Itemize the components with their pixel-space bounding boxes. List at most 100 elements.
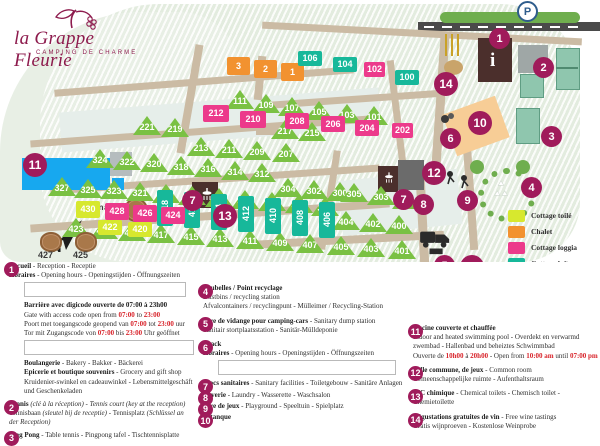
gate-de-time-b: 23:00	[125, 329, 143, 338]
legend-item-14[interactable]: 14 Dégustations gratuites de vin - Free …	[408, 412, 600, 431]
map-marker-7[interactable]: 7	[182, 190, 203, 211]
map-marker-9[interactable]: 9	[457, 190, 478, 211]
cottage-206[interactable]: 206	[321, 116, 345, 132]
cottage-422[interactable]: 422	[98, 220, 122, 235]
cottage-100[interactable]: 100	[395, 70, 419, 85]
legend-item-14-en: - Free wine tastings	[501, 412, 557, 421]
legend-marker-4: 4	[198, 284, 213, 299]
legend-item-13[interactable]: 13 WC chimique - Chemical toilets - Chem…	[408, 389, 600, 407]
cottage-label: 426	[137, 208, 153, 218]
legend-item-1-hours-translations: - Opening hours - Openingstijden - Öffnu…	[37, 271, 181, 280]
pitch-label: 221	[139, 122, 155, 132]
legend-item-1[interactable]: 1 Accueil - Reception - Receptie Horaire…	[4, 262, 194, 280]
legend-item-3[interactable]: 3 Ping Pong - Table tennis - Pingpong ta…	[4, 430, 194, 446]
cottage-410[interactable]: 410	[265, 198, 281, 234]
gate-nl-time-b: 23:00	[157, 319, 174, 328]
legend-marker-1: 1	[4, 262, 19, 277]
grocery-label: Epicerie et boutique souvenirs	[24, 368, 115, 377]
legend-item-7-translations: - Sanitary facilities - Toiletgebouw - S…	[251, 379, 403, 388]
pitch-label: 219	[167, 124, 183, 134]
legend-column-3: 11 Piscine couverte et chauffée Indoor a…	[408, 262, 600, 433]
cottage-1[interactable]: 1	[281, 63, 304, 81]
legend-item-11-hours-en-b: 07:00 pm	[569, 351, 598, 360]
pitch-label: 327	[54, 183, 70, 193]
legend-item-2-fr-note: (clé à la réception)	[30, 400, 84, 409]
legend-marker-14: 14	[408, 412, 423, 428]
legend-item-11-hours-fr-b: 20h00	[470, 351, 489, 360]
map-marker-4[interactable]: 4	[521, 177, 542, 198]
snack-hours-input[interactable]	[218, 360, 396, 376]
cottage-204[interactable]: 204	[355, 120, 379, 136]
accommodation-legend-row: Cottage loggia	[508, 240, 600, 255]
reception-hours-input[interactable]	[24, 282, 186, 298]
cottage-412[interactable]: 412	[238, 196, 254, 232]
legend-marker-12: 12	[408, 365, 423, 381]
campground-map[interactable]: sauna N i P	[0, 0, 600, 264]
cottage-212[interactable]: 212	[203, 105, 229, 122]
cottage-label: 2	[262, 63, 268, 74]
cottage-3[interactable]: 3	[227, 57, 250, 75]
bakery-label: Boulangerie	[24, 359, 61, 368]
cottage-406[interactable]: 406	[319, 202, 335, 238]
cottage-408[interactable]: 408	[292, 200, 308, 236]
pitch-label: 213	[193, 143, 209, 153]
map-marker-3[interactable]: 3	[541, 126, 562, 147]
shop-hours-input[interactable]	[24, 340, 194, 356]
cottage-label: 100	[399, 72, 415, 82]
legend-item-11-hours-fr: Ouverte de	[413, 351, 444, 360]
legend-item-8[interactable]: 8 Laverie - Laundry - Wasserette - Wasch…	[198, 390, 403, 406]
legend-item-14-text: Dégustations gratuites de vin - Free win…	[413, 413, 556, 431]
cottage-104[interactable]: 104	[333, 57, 357, 72]
grape-vine-icon	[55, 9, 97, 30]
barrel-425[interactable]	[75, 232, 97, 252]
cottage-424[interactable]: 424	[161, 207, 185, 224]
cottage-102[interactable]: 102	[364, 62, 385, 77]
cottage-208[interactable]: 208	[285, 113, 309, 129]
cottage-210[interactable]: 210	[240, 111, 266, 128]
map-marker-13[interactable]: 13	[213, 204, 237, 228]
legend-item-11[interactable]: 11 Piscine couverte et chauffée Indoor a…	[408, 324, 600, 361]
legend-item-11-hours-fr-a: 10h00	[445, 351, 464, 360]
legend-item-2-text: Tennis (clé à la réception) - Tennis cou…	[9, 400, 194, 428]
map-marker-2[interactable]: 2	[533, 57, 554, 78]
vineyard-row	[457, 34, 459, 56]
cottage-106[interactable]: 106	[298, 51, 322, 66]
barrel-427[interactable]	[40, 232, 62, 252]
legend-item-12[interactable]: 12 Salle commune, de jeux - Common room …	[408, 365, 600, 384]
cottage-428[interactable]: 428	[105, 203, 129, 220]
legend-item-2[interactable]: 2 Tennis (clé à la réception) - Tennis c…	[4, 400, 194, 428]
cottage-label: 204	[359, 122, 375, 133]
cottage-426[interactable]: 426	[133, 205, 157, 222]
legend-item-10[interactable]: 10 Pétanque	[198, 413, 403, 429]
map-marker-6[interactable]: 6	[440, 128, 461, 149]
map-marker-12[interactable]: 12	[422, 161, 446, 185]
tennis-court	[556, 48, 580, 90]
map-marker-10[interactable]: 10	[468, 111, 492, 135]
legend-item-11-hours-en-a: 10:00 am	[526, 351, 554, 360]
map-marker-1[interactable]: 1	[489, 28, 510, 49]
legend-item-6[interactable]: 6 Snack Horaires - Opening hours - Openi…	[198, 340, 403, 358]
map-marker-11[interactable]: 11	[23, 153, 47, 177]
cottage-420[interactable]: 420	[128, 222, 152, 237]
legend-item-5[interactable]: 5 Aire de vidange pour camping-cars - Sa…	[198, 316, 403, 335]
legend-item-4[interactable]: 4 Poubelles / Point recyclage Dustbins /…	[198, 284, 403, 312]
map-marker-7[interactable]: 7	[393, 189, 414, 210]
map-marker-5[interactable]: 5	[434, 255, 455, 264]
round-terrace	[444, 60, 463, 75]
legend-item-8-title: Laverie	[203, 390, 226, 399]
cottage-202[interactable]: 202	[392, 123, 413, 138]
road-marking	[478, 26, 488, 28]
gate-en-label: Gate with access code open from	[24, 310, 117, 319]
map-marker-14[interactable]: 14	[434, 72, 458, 96]
map-marker-8[interactable]: 8	[413, 194, 434, 215]
cottage-430[interactable]: 430	[76, 201, 100, 218]
legend-item-12-nl-de: Gemeenschappelijke ruimte - Aufenthaltsr…	[413, 375, 544, 384]
gate-fr-time: 07:00 à 23h00	[125, 301, 168, 310]
pitch-label: 401	[394, 246, 410, 256]
cottage-label: 430	[80, 204, 96, 214]
legend-item-7[interactable]: 7 Blocs sanitaires - Sanitary facilities…	[198, 379, 403, 395]
cottage-2[interactable]: 2	[254, 60, 277, 78]
gate-en-time-a: 07:00	[118, 310, 135, 319]
legend-item-9[interactable]: 9 Aire de jeux - Playground - Speeltuin …	[198, 401, 403, 417]
pitch-label: 402	[365, 219, 381, 229]
